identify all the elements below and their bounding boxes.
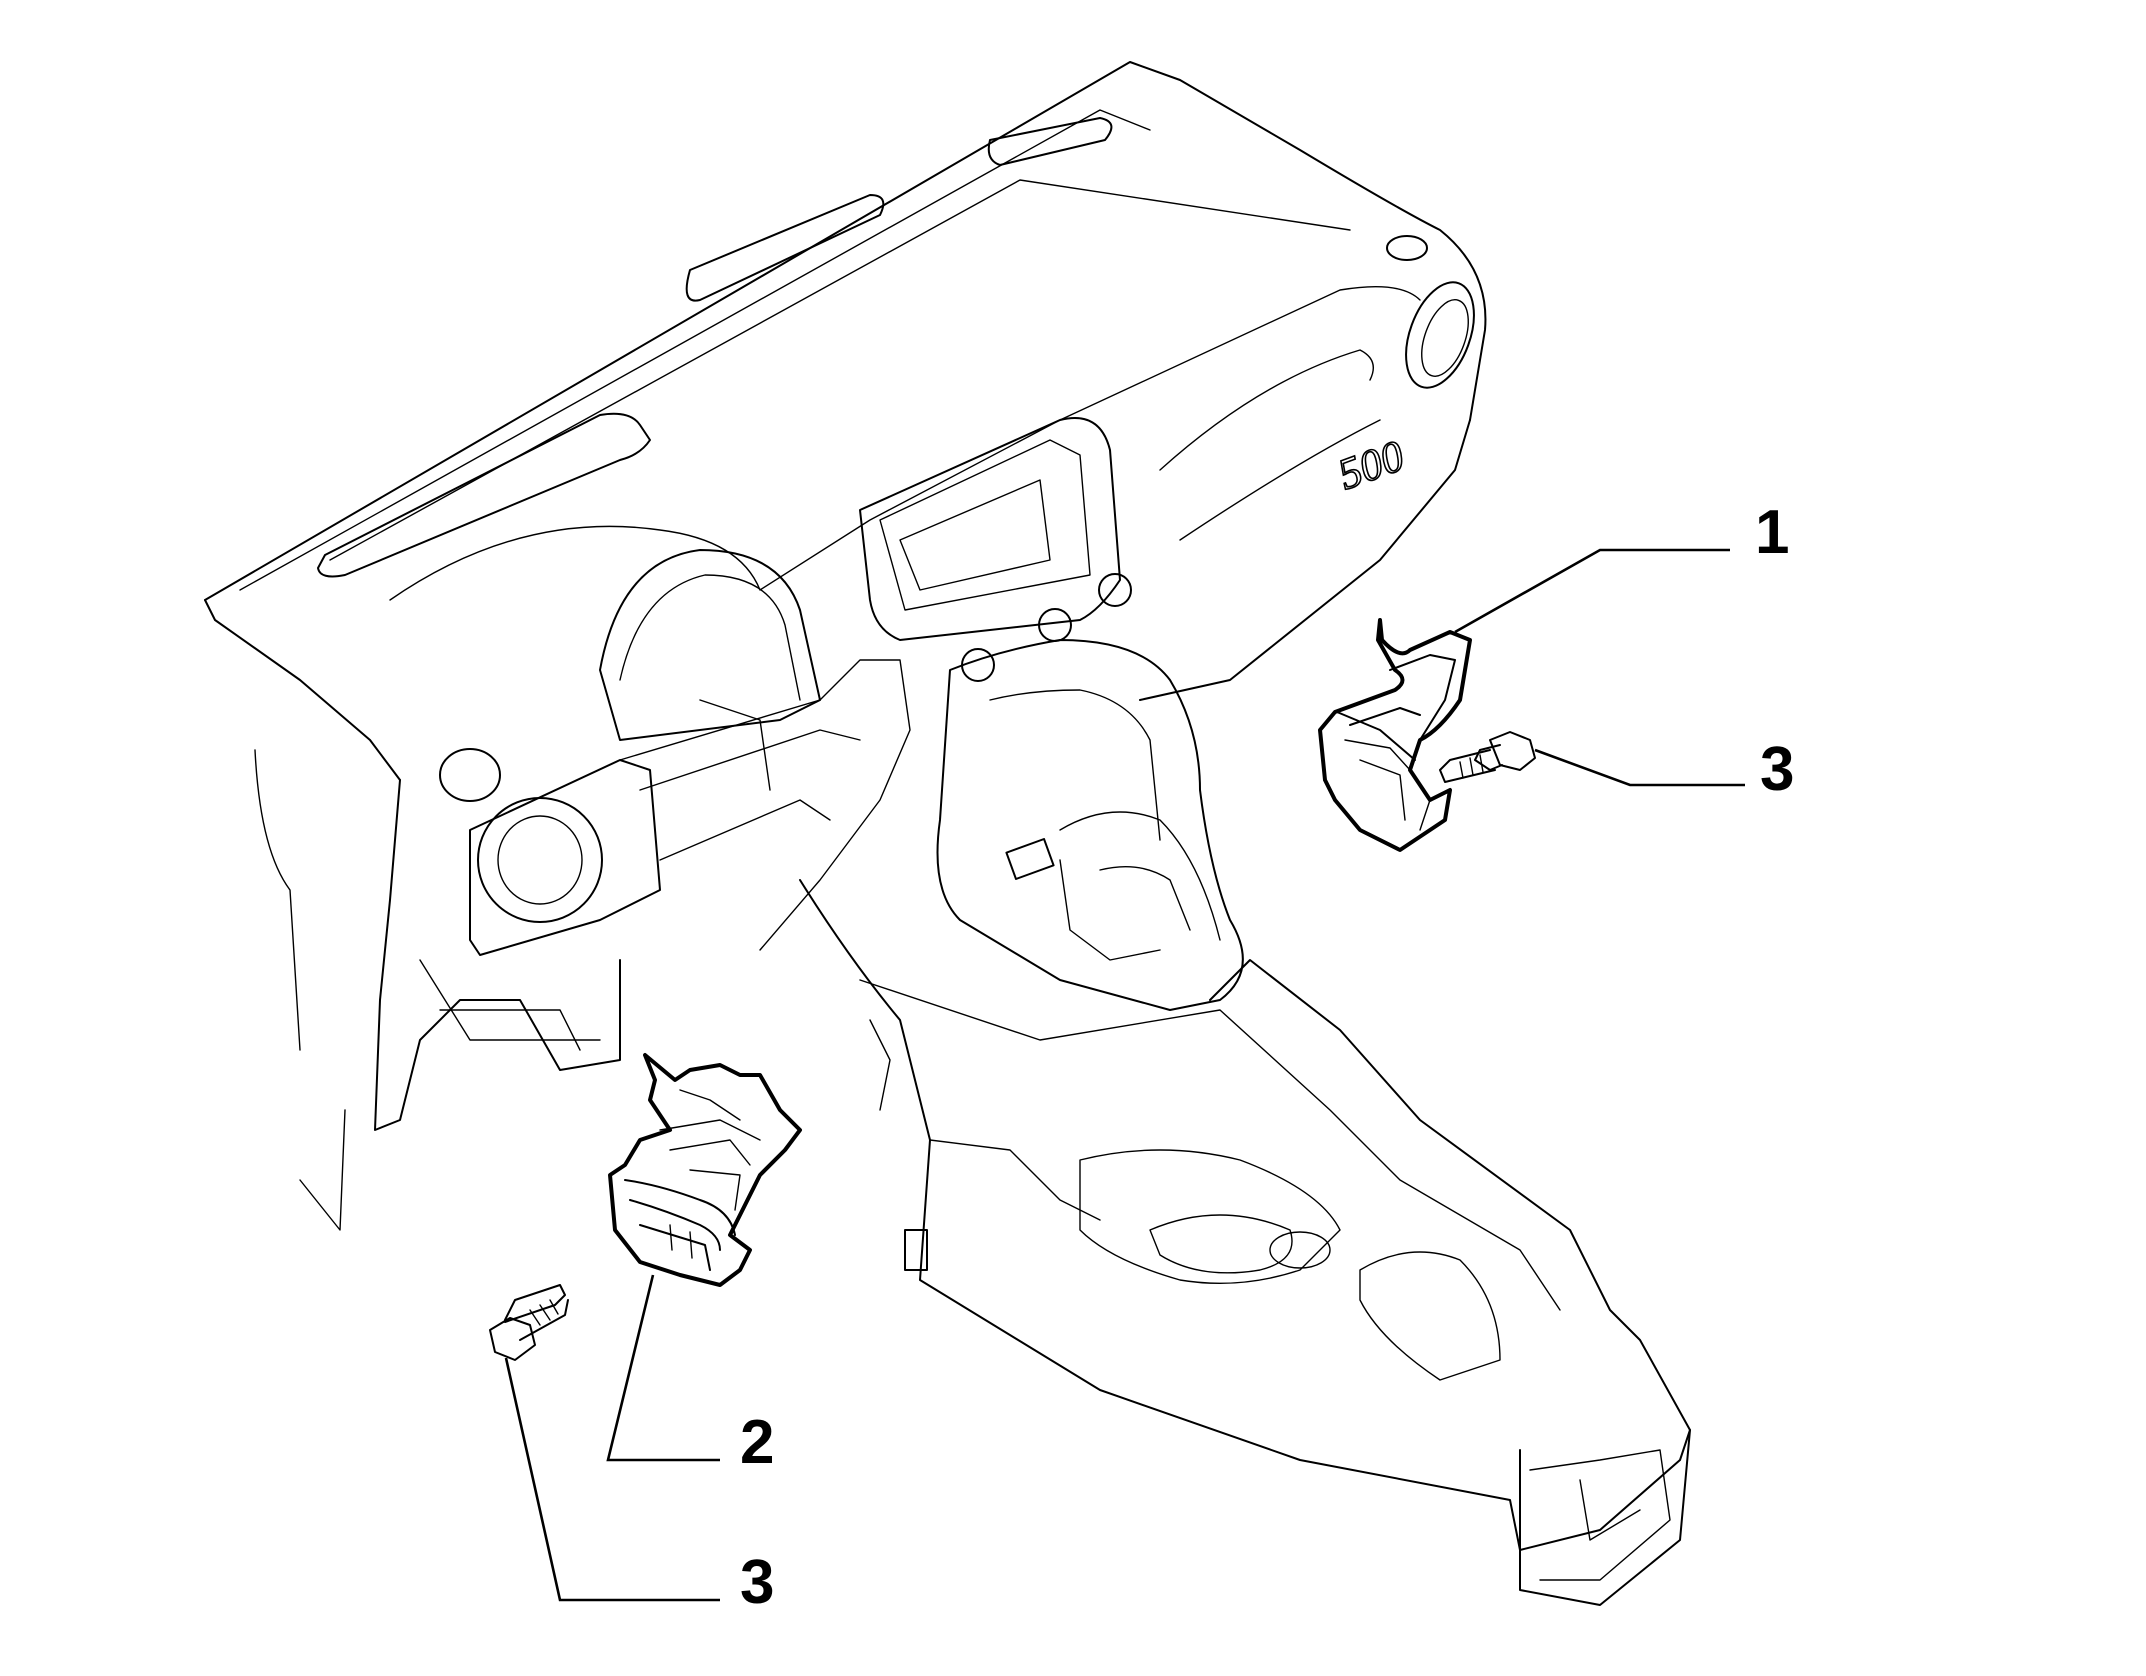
- leader-callout-1: [1454, 548, 1730, 634]
- hvac-knob-left: [961, 648, 995, 682]
- part-3-screw-left: [489, 1284, 569, 1361]
- hvac-knob-right: [1098, 573, 1132, 607]
- part-1-air-duct-right: [1318, 618, 1472, 852]
- instrument-cluster-housing: [599, 549, 821, 741]
- defroster-vent-center: [685, 194, 885, 302]
- side-air-vent-far-left: [439, 748, 501, 802]
- callout-2: 2: [740, 1408, 774, 1477]
- radio-bezel: [859, 417, 1121, 641]
- brand-logo-500: 500: [1332, 431, 1411, 500]
- side-mirror-knob: [1386, 235, 1428, 261]
- defroster-vent-left: [317, 412, 651, 578]
- screw-head-right: [1489, 731, 1536, 771]
- duct-body-left: [608, 1053, 802, 1287]
- center-console-lower-bezel: [936, 639, 1244, 1011]
- callout-3-right: 3: [1760, 735, 1794, 804]
- part-3-screw-right: [1439, 731, 1536, 783]
- dashboard-outline: 500: [204, 61, 1691, 1606]
- callout-3-left: 3: [740, 1548, 774, 1617]
- screw-head-left: [489, 1317, 536, 1361]
- leader-callout-3-left: [504, 1357, 720, 1602]
- cupholder-tray: [1079, 1149, 1341, 1285]
- leader-callout-2: [606, 1274, 720, 1462]
- part-2-air-duct-left: [608, 1053, 802, 1287]
- side-air-vent-right: [1405, 281, 1475, 389]
- duct-body-right: [1318, 618, 1472, 852]
- defroster-vent-right: [987, 117, 1113, 166]
- callout-1: 1: [1755, 498, 1789, 567]
- leader-lines: [504, 548, 1745, 1602]
- leader-callout-3-right: [1534, 748, 1745, 787]
